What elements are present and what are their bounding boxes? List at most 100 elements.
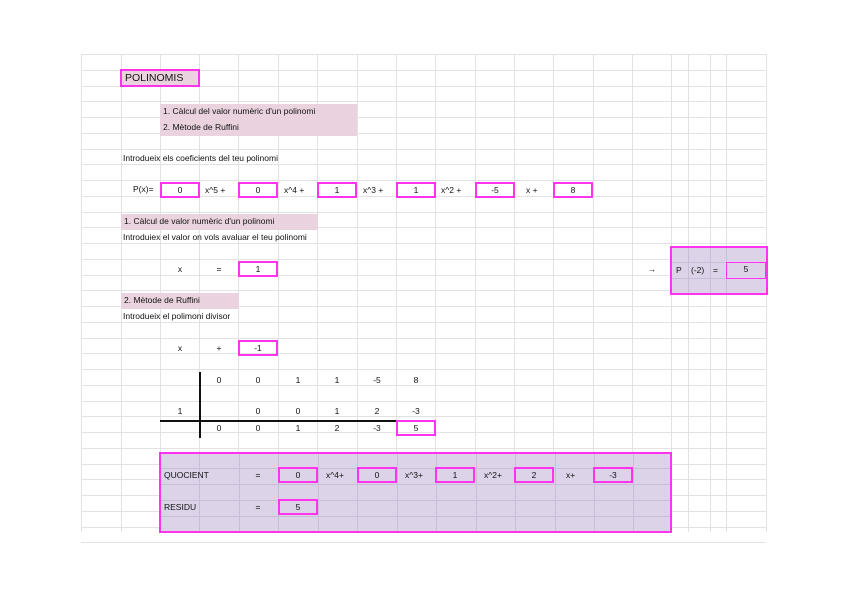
ruffini-bot-4: -3 <box>373 423 381 433</box>
result-arg: (-2) <box>691 265 705 275</box>
menu-item-calcul-label: 1. Càlcul del valor numèric d'un polinom… <box>163 106 316 116</box>
grid-row-line <box>81 101 766 102</box>
x-value-input[interactable]: 1 <box>238 261 278 277</box>
ruffini-mid-1: 0 <box>295 406 301 416</box>
quotient-term-x2: x^2+ <box>484 470 502 480</box>
quotient-coef-x3: 0 <box>357 467 397 483</box>
grid-row-line <box>81 70 766 71</box>
grid-row-line <box>81 86 766 87</box>
ruffini-top-5: 8 <box>413 375 419 385</box>
ruffini-mid-3: 2 <box>374 406 380 416</box>
quotient-term-x1: x+ <box>566 470 576 480</box>
grid-row-line <box>81 322 766 323</box>
grid-row-line <box>81 353 766 354</box>
ruffini-horizontal-bar <box>160 420 396 422</box>
residue-label: RESIDU <box>164 502 197 512</box>
grid-row-line <box>81 432 766 433</box>
grid-row-line <box>81 542 766 543</box>
quotient-residue-panel <box>159 452 672 533</box>
result-p: P <box>676 265 682 275</box>
evaluation-result-panel: P (-2) = 5 <box>670 246 768 295</box>
grid-row-line <box>81 306 766 307</box>
title-cell[interactable]: POLINOMIS <box>120 69 200 87</box>
section1-header: 1. Càlcul de valor numèric d'un polinomi <box>121 214 318 230</box>
ruffini-mid-2: 1 <box>334 406 340 416</box>
quotient-coef-x4: 0 <box>278 467 318 483</box>
term-x1: x + <box>526 185 538 195</box>
x-label: x <box>177 264 183 274</box>
ruffini-root: 1 <box>177 406 183 416</box>
section2-instruction: Introdueix el polimoni divisor <box>123 311 231 321</box>
section2-header-label: 2. Mètode de Ruffini <box>124 295 200 305</box>
grid-column-line <box>632 54 633 532</box>
grid-row-line <box>81 180 766 181</box>
grid-column-line <box>593 54 594 532</box>
quotient-equals: = <box>255 470 261 480</box>
quotient-coef-x1: 2 <box>514 467 554 483</box>
result-value: 5 <box>726 262 766 279</box>
term-x2: x^2 + <box>441 185 462 195</box>
ruffini-top-3: 1 <box>334 375 340 385</box>
grid-row-line <box>81 133 766 134</box>
grid-row-line <box>81 385 766 386</box>
ruffini-bot-1: 0 <box>255 423 261 433</box>
ruffini-mid-4: -3 <box>412 406 420 416</box>
residue-value: 5 <box>278 499 318 515</box>
page-title: POLINOMIS <box>125 72 184 84</box>
term-x5: x^5 + <box>205 185 226 195</box>
grid-row-line <box>81 259 766 260</box>
grid-row-line <box>81 54 766 55</box>
grid-row-line <box>81 212 766 213</box>
residue-equals: = <box>255 502 261 512</box>
ruffini-bot-0: 0 <box>216 423 222 433</box>
grid-column-line <box>396 54 397 532</box>
coef-x5-input[interactable]: 0 <box>160 182 200 198</box>
coef-x0-input[interactable]: 8 <box>553 182 593 198</box>
coef-x1-input[interactable]: -5 <box>475 182 515 198</box>
divisor-plus: + <box>216 343 222 353</box>
polynomial-label: P(x)= <box>133 184 154 194</box>
grid-row-line <box>81 338 766 339</box>
section1-instruction: Introduiex el valor on vols avaluar el t… <box>123 232 307 242</box>
coef-x3-input[interactable]: 1 <box>317 182 357 198</box>
grid-row-line <box>81 448 766 449</box>
ruffini-remainder: 5 <box>396 420 436 436</box>
grid-row-line <box>81 369 766 370</box>
quotient-label: QUOCIENT <box>164 470 209 480</box>
ruffini-top-4: -5 <box>373 375 381 385</box>
grid-column-line <box>81 54 82 532</box>
ruffini-top-0: 0 <box>216 375 222 385</box>
ruffini-bot-3: 2 <box>334 423 340 433</box>
term-x3: x^3 + <box>363 185 384 195</box>
menu-item-ruffini[interactable]: 2. Mètode de Ruffini <box>160 120 357 136</box>
arrow-icon: → <box>647 264 657 274</box>
grid-row-line <box>81 243 766 244</box>
ruffini-top-1: 0 <box>255 375 261 385</box>
grid-row-line <box>81 227 766 228</box>
grid-column-line <box>475 54 476 532</box>
ruffini-bot-2: 1 <box>295 423 301 433</box>
grid-row-line <box>81 401 766 402</box>
section1-header-label: 1. Càlcul de valor numèric d'un polinomi <box>124 216 275 226</box>
quotient-term-x4: x^4+ <box>326 470 344 480</box>
divisor-x-label: x <box>177 343 183 353</box>
divisor-input[interactable]: -1 <box>238 340 278 356</box>
grid-column-line <box>435 54 436 532</box>
coef-x4-input[interactable]: 0 <box>238 182 278 198</box>
coef-x2-input[interactable]: 1 <box>396 182 436 198</box>
ruffini-top-2: 1 <box>295 375 301 385</box>
term-x4: x^4 + <box>284 185 305 195</box>
grid-row-line <box>81 275 766 276</box>
grid-row-line <box>81 290 766 291</box>
quotient-term-x3: x^3+ <box>405 470 423 480</box>
quotient-coef-x2: 1 <box>435 467 475 483</box>
grid-row-line <box>81 149 766 150</box>
grid-row-line <box>81 117 766 118</box>
grid-column-line <box>553 54 554 532</box>
equals-sign: = <box>216 264 222 274</box>
section2-header: 2. Mètode de Ruffini <box>121 293 239 309</box>
menu-item-calcul[interactable]: 1. Càlcul del valor numèric d'un polinom… <box>160 104 357 120</box>
grid-row-line <box>81 416 766 417</box>
grid-row-line <box>81 164 766 165</box>
ruffini-mid-0: 0 <box>255 406 261 416</box>
